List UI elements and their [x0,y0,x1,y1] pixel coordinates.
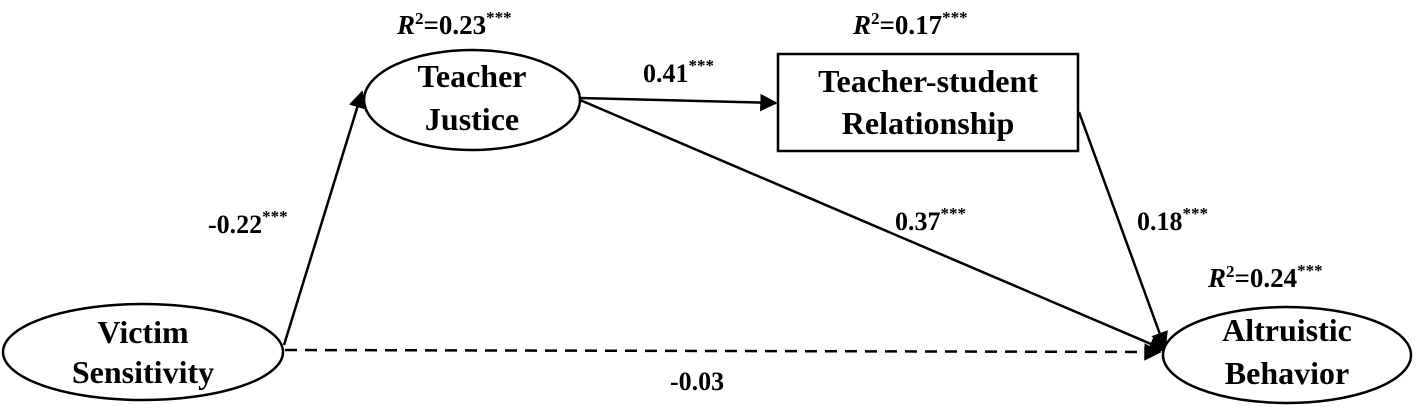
r2-justice: R2=0.23*** [396,8,512,40]
node-relationship-line1: Teacher-student [818,63,1038,99]
coef-justice-to-altruistic: 0.37*** [895,204,966,236]
coef-justice-to-relationship: 0.41*** [643,56,714,88]
node-victim-line2: Sensitivity [72,354,214,390]
node-teacher-student-relationship: Teacher-student Relationship [776,52,1080,153]
node-victim-sensitivity: Victim Sensitivity [1,302,285,402]
coef-victim-to-justice: -0.22*** [208,207,288,239]
node-justice-line2: Justice [425,101,519,137]
node-altruistic-line2: Behavior [1225,355,1349,391]
node-justice-line1: Teacher [417,58,526,94]
node-victim-line1: Victim [97,314,189,350]
arrow-justice-to-relationship [579,93,778,112]
node-relationship-line2: Relationship [842,105,1014,141]
coef-relationship-to-altruistic: 0.18*** [1137,204,1208,236]
coef-victim-to-altruistic: -0.03 [670,367,724,396]
arrow-justice-to-altruistic [579,98,1167,352]
node-altruistic-line1: Altruistic [1222,312,1352,348]
arrow-victim-to-altruistic [284,343,1162,361]
r2-relationship: R2=0.17*** [852,8,968,40]
arrow-victim-to-justice [282,90,366,346]
node-altruistic-behavior: Altruistic Behavior [1161,305,1413,405]
arrow-relationship-to-altruistic [1077,111,1168,350]
node-teacher-justice: Teacher Justice [362,48,582,152]
r2-altruistic: R2=0.24*** [1207,261,1323,293]
